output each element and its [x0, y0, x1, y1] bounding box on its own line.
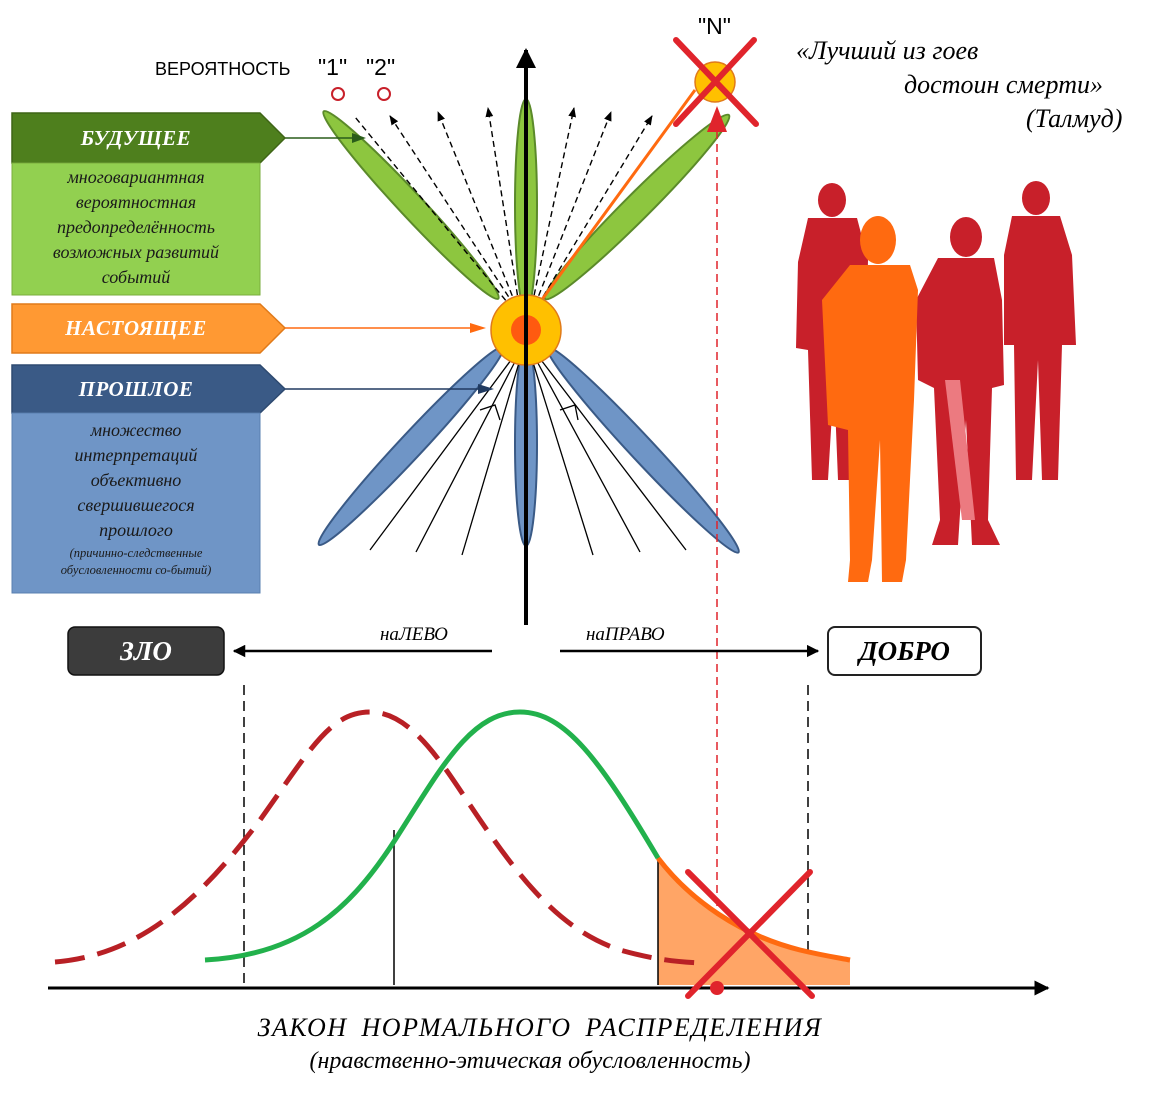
- probability-mark-1: "1": [318, 54, 348, 80]
- direction-right-label: наПРАВО: [586, 624, 665, 645]
- n-projection-arrowhead: [707, 106, 727, 132]
- past-line: интерпретаций: [74, 445, 198, 465]
- past-branches: [317, 341, 740, 554]
- quote-source: (Талмуд): [1026, 104, 1123, 133]
- future-body-shape: [11, 162, 261, 296]
- past-header-shape: [11, 364, 287, 414]
- future-branch-right: [543, 113, 731, 301]
- footer-title: ЗАКОН НОРМАЛЬНОГО РАСПРЕДЕЛЕНИЯ: [257, 1013, 823, 1042]
- future-branch-left: [322, 110, 500, 300]
- red-distribution-curve: [54, 709, 701, 966]
- future-title: БУДУЩЕЕ: [80, 125, 192, 150]
- probability-marker-1: [331, 87, 345, 101]
- past-connector: [285, 384, 494, 394]
- ray-to-n: [536, 89, 697, 306]
- probability-label: ВЕРОЯТНОСТЬ: [155, 59, 291, 79]
- footer-subtitle: (нравственно-этическая обусловленность): [309, 1048, 751, 1074]
- future-description: многовариантная вероятностная предопреде…: [12, 165, 260, 290]
- present-connector: [285, 323, 486, 333]
- past-line: множество: [90, 420, 182, 440]
- present-title: НАСТОЯЩЕЕ: [65, 316, 207, 340]
- person-middle: [916, 217, 1004, 545]
- future-line: возможных развитий: [52, 242, 220, 262]
- past-line: объективно: [90, 470, 182, 490]
- future-connector: [285, 133, 366, 143]
- probability-rays: [354, 107, 653, 309]
- n-cross: [673, 37, 759, 127]
- evil-label: ЗЛО: [120, 635, 172, 666]
- green-distribution-curve: [204, 709, 661, 963]
- evil-box-shape: [67, 626, 225, 676]
- quote-line-1: «Лучший из гоев: [796, 36, 979, 65]
- past-small-line: (причинно-следственные: [69, 546, 203, 560]
- past-title: ПРОШЛОЕ: [78, 376, 194, 401]
- future-line: многовариантная: [67, 167, 205, 187]
- direction-left-label: наЛЕВО: [380, 624, 448, 645]
- past-line: прошлого: [99, 520, 173, 540]
- person-back-right: [1004, 181, 1076, 480]
- good-label: ДОБРО: [859, 635, 950, 666]
- past-rays: [369, 351, 687, 556]
- good-box-shape: [827, 626, 982, 676]
- future-header-shape: [11, 112, 287, 164]
- past-description: множество интерпретаций объективно сверш…: [12, 418, 260, 579]
- probability-mark-n: "N": [698, 13, 731, 39]
- future-line: предопределённость: [57, 217, 215, 237]
- present-shape: [11, 303, 287, 354]
- past-branch-left: [317, 345, 505, 547]
- past-line: свершившегося: [77, 495, 195, 515]
- tail-fill: [658, 858, 850, 985]
- people-silhouettes: [796, 181, 1076, 582]
- probability-mark-2: "2": [366, 54, 396, 80]
- quote-line-2: достоин смерти»: [904, 70, 1103, 99]
- person-front: [822, 216, 918, 582]
- past-branch-right: [546, 346, 740, 554]
- probability-marker-2: [377, 87, 391, 101]
- past-body-shape: [11, 412, 261, 594]
- tail-curve: [656, 856, 851, 963]
- future-line: событий: [101, 267, 171, 287]
- future-line: вероятностная: [75, 192, 197, 212]
- tail-cross: [685, 869, 815, 999]
- n-point: [710, 981, 724, 995]
- past-small-line: обусловленности со-бытий): [60, 563, 212, 577]
